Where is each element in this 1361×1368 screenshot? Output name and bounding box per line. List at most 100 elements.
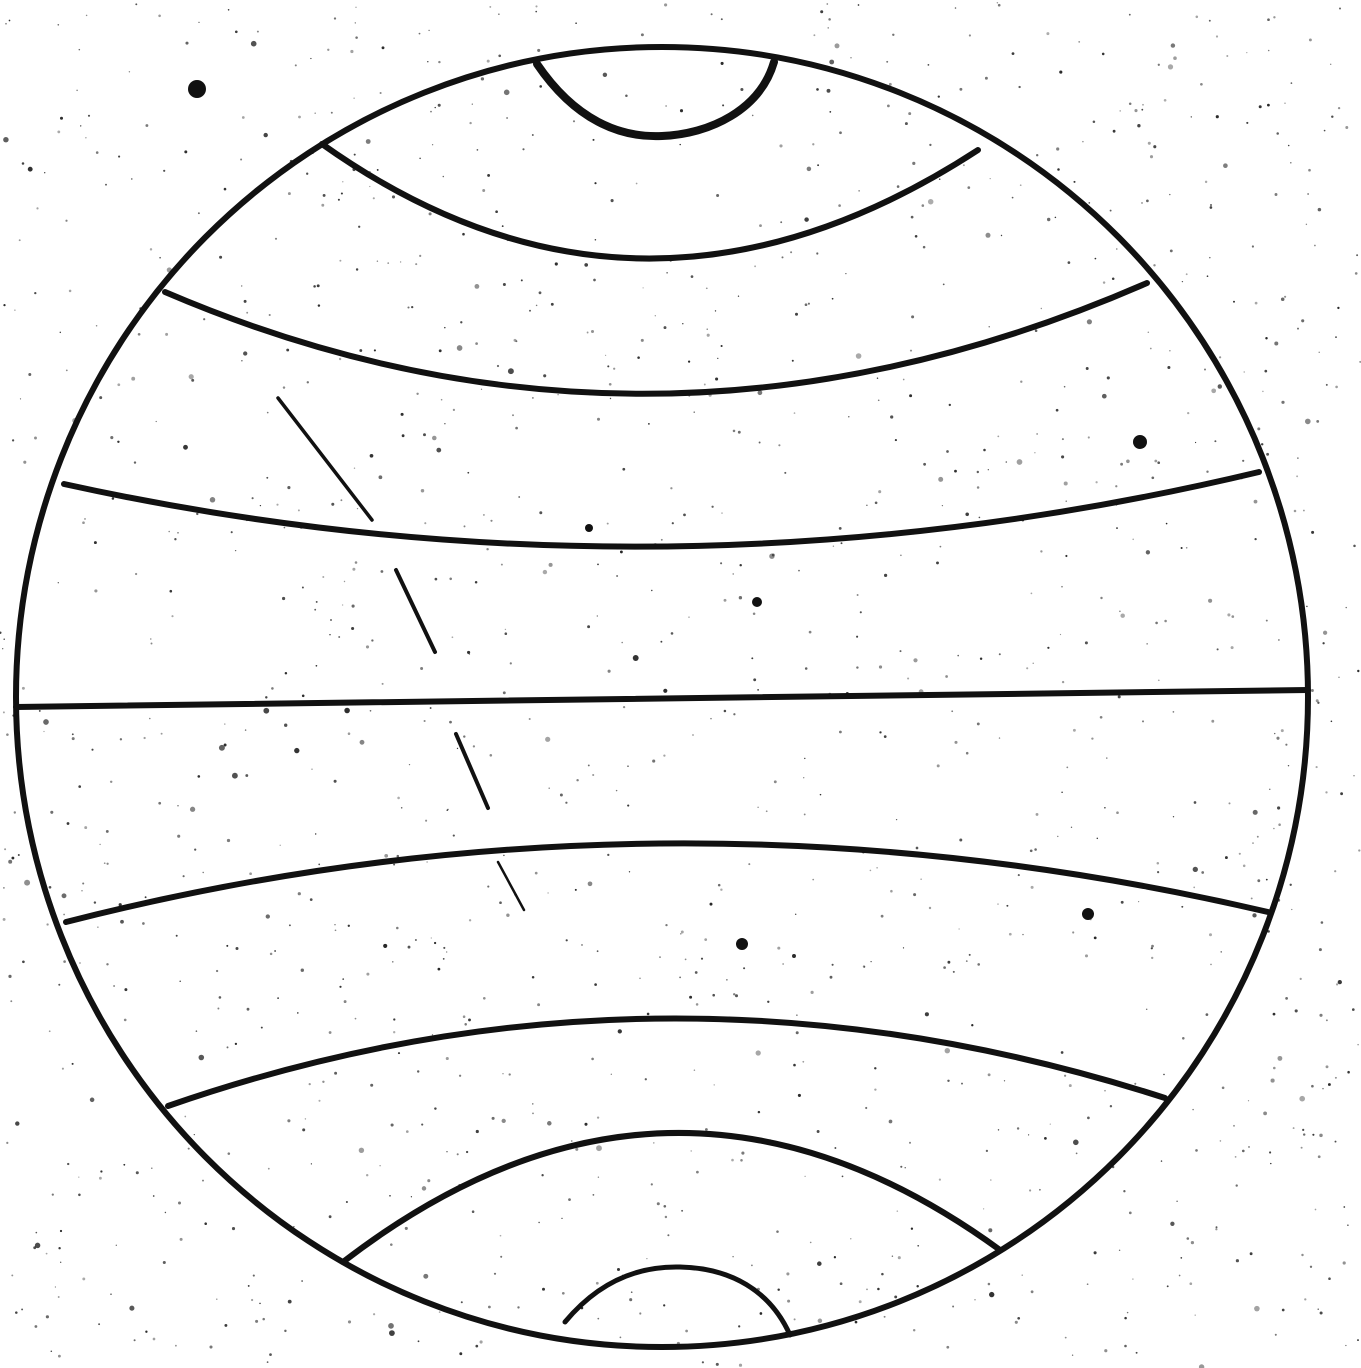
speckle bbox=[777, 947, 780, 950]
speckle bbox=[3, 638, 4, 639]
speckle bbox=[1110, 1105, 1112, 1107]
speckle bbox=[153, 1195, 155, 1197]
speckle bbox=[342, 978, 344, 980]
speckle bbox=[663, 689, 667, 693]
speckle bbox=[936, 561, 939, 564]
speckle bbox=[1148, 142, 1151, 145]
speckle bbox=[355, 7, 356, 8]
speckle bbox=[1072, 1355, 1073, 1356]
speckle bbox=[1055, 217, 1057, 219]
speckle bbox=[838, 204, 841, 207]
speckle bbox=[501, 564, 503, 566]
speckle bbox=[666, 272, 668, 274]
speckle bbox=[983, 449, 986, 452]
speckle bbox=[382, 683, 384, 685]
speckle bbox=[39, 710, 41, 712]
speckle bbox=[529, 310, 531, 312]
speckle bbox=[695, 971, 698, 974]
speckle bbox=[547, 892, 548, 893]
speckle bbox=[1102, 394, 1107, 399]
speckle bbox=[834, 1147, 836, 1149]
speckle bbox=[1087, 319, 1092, 324]
speckle bbox=[99, 1177, 102, 1180]
speckle bbox=[1242, 460, 1244, 462]
speckle bbox=[196, 1030, 198, 1032]
speckle bbox=[912, 162, 915, 165]
speckle bbox=[149, 718, 151, 720]
speckle bbox=[1347, 1071, 1350, 1074]
speckle bbox=[539, 85, 542, 88]
speckle bbox=[387, 262, 389, 264]
speckle bbox=[379, 475, 383, 479]
speckle bbox=[482, 189, 485, 192]
speckle bbox=[692, 734, 693, 735]
speckle bbox=[1154, 460, 1157, 463]
speckle bbox=[338, 636, 340, 638]
speckle bbox=[782, 963, 783, 964]
speckle bbox=[637, 356, 640, 359]
speckle bbox=[224, 188, 227, 191]
speckle bbox=[1017, 1317, 1020, 1320]
speckle bbox=[1319, 948, 1322, 951]
speckle bbox=[1167, 366, 1170, 369]
speckle bbox=[817, 1130, 820, 1133]
speckle bbox=[1126, 460, 1130, 464]
speckle bbox=[490, 520, 492, 522]
speckle bbox=[481, 77, 484, 80]
speckle bbox=[232, 1227, 235, 1230]
speckle bbox=[1299, 1096, 1305, 1102]
speckle bbox=[735, 994, 738, 997]
speckle bbox=[1153, 264, 1155, 266]
speckle bbox=[576, 779, 578, 781]
speckle bbox=[928, 199, 933, 204]
speckle bbox=[663, 1304, 665, 1306]
speckle bbox=[58, 582, 59, 583]
speckle bbox=[1031, 593, 1033, 595]
speckle bbox=[1087, 1117, 1090, 1120]
speckle bbox=[1335, 336, 1337, 338]
speckle bbox=[588, 764, 590, 766]
speckle bbox=[253, 1275, 255, 1277]
speckle bbox=[900, 1166, 902, 1168]
speckle bbox=[643, 287, 644, 288]
speckle bbox=[351, 627, 354, 630]
speckle bbox=[818, 1319, 823, 1324]
speckle bbox=[884, 574, 887, 577]
speckle bbox=[199, 1055, 205, 1061]
speckle bbox=[894, 1295, 897, 1298]
speckle bbox=[58, 984, 60, 986]
speckle bbox=[947, 961, 950, 964]
speckle bbox=[555, 262, 558, 265]
speckle bbox=[80, 125, 81, 126]
speckle bbox=[812, 879, 814, 881]
speckle bbox=[305, 1118, 306, 1119]
speckle bbox=[22, 687, 25, 690]
speckle bbox=[913, 658, 917, 662]
speckle bbox=[11, 1274, 13, 1276]
speckle bbox=[135, 3, 137, 5]
speckle bbox=[611, 1074, 612, 1075]
speckle bbox=[473, 745, 475, 747]
speckle bbox=[392, 961, 393, 962]
speckle bbox=[683, 514, 686, 517]
speckle bbox=[34, 437, 37, 440]
speckle bbox=[1275, 1334, 1277, 1336]
speckle bbox=[777, 1288, 779, 1290]
speckle bbox=[509, 1073, 511, 1075]
speckle bbox=[517, 1306, 519, 1308]
speckle bbox=[940, 546, 942, 548]
speckle bbox=[810, 1242, 812, 1244]
speckle bbox=[434, 1107, 436, 1109]
speckle bbox=[28, 167, 33, 172]
speckle bbox=[202, 872, 203, 873]
speckle bbox=[260, 505, 261, 506]
speckle bbox=[270, 953, 273, 956]
speckle bbox=[767, 1001, 769, 1003]
speckle bbox=[951, 710, 953, 712]
speckle bbox=[67, 822, 70, 825]
speckle bbox=[1134, 1083, 1136, 1085]
speckle bbox=[66, 370, 68, 372]
speckle bbox=[1073, 181, 1075, 183]
speckle bbox=[889, 1120, 893, 1124]
speckle bbox=[1267, 104, 1270, 107]
